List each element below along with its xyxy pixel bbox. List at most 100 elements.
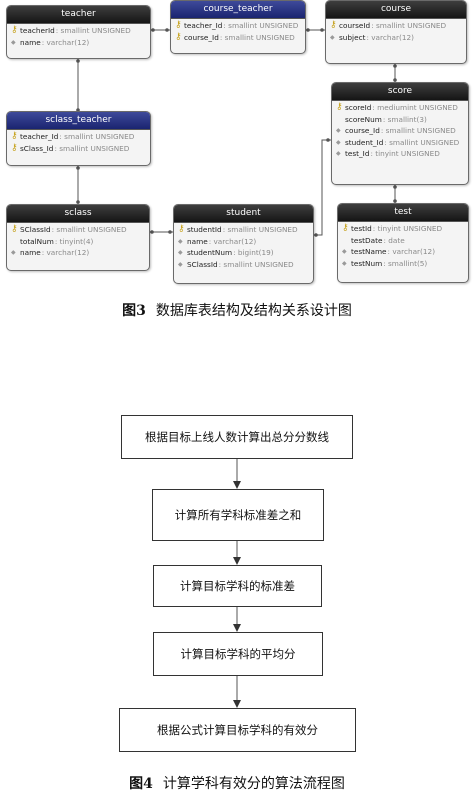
field-type: : tinyint UNSIGNED [370,149,440,158]
foreign-key-dot-icon: ◆ [336,127,341,134]
table-sclass_teacher: sclass_teacher ⚷teacher_Id: smallint UNS… [6,111,151,166]
table-field-row: ⚷scoreId: mediumint UNSIGNED [332,102,468,114]
field-type: : bigint(19) [233,248,274,257]
key-icon: ⚷ [175,20,182,30]
field-type: : varchar(12) [387,247,436,256]
table-field-row: ◆name: varchar(12) [7,247,149,259]
field-type: : tinyint UNSIGNED [372,224,443,233]
field-type: : smallint UNSIGNED [55,26,131,35]
table-field-row: ◆ course_Id: smallint UNSIGNED [332,125,468,137]
field-list: ⚷courseId: smallint UNSIGNED◆subject: va… [326,19,466,45]
foreign-key-dot-icon: ◆ [11,38,16,46]
table-field-row: ⚷SClassId: smallint UNSIGNED [7,224,149,236]
field-type: : smallint UNSIGNED [371,21,447,30]
field-list: ⚷teacher_Id: smallint UNSIGNED⚷course_Id… [171,19,305,45]
field-name: testId [351,224,372,233]
flow-arrowhead-3 [233,624,241,632]
field-name: courseId [339,21,371,30]
field-name: totalNum [20,236,54,246]
field-name: teacher_Id [184,21,223,30]
table-field-row: ⚷courseId: smallint UNSIGNED [326,20,466,32]
field-type: : smallint UNSIGNED [218,259,294,269]
flow-arrowhead-4 [233,700,241,708]
field-type: : smallint UNSIGNED [380,126,456,135]
field-name: SClassId [20,225,51,234]
key-icon: ⚷ [175,31,182,42]
field-name: scoreNum [345,114,382,124]
table-teacher: teacher ⚷teacherId: smallint UNSIGNED◆na… [6,5,151,59]
table-field-row: ◆SClassId: smallint UNSIGNED [174,259,313,271]
field-name: sClass_Id [20,143,54,153]
foreign-key-dot-icon: ◆ [342,248,347,255]
field-name: studentNum [187,248,233,257]
table-field-row: ◆ studentNum: bigint(19) [174,247,313,259]
field-name: test_Id [345,149,370,158]
key-icon: ⚷ [11,142,18,153]
field-name: teacher_Id [20,132,59,141]
table-title: test [338,204,468,222]
foreign-key-dot-icon: ◆ [342,259,347,267]
table-field-row: ◆testNum: smallint(5) [338,258,468,270]
field-type: : varchar(12) [41,37,90,47]
table-title: teacher [7,6,150,24]
field-name: teacherId [20,26,55,35]
flow-arrowhead-1 [233,481,241,489]
key-icon: ⚷ [11,131,18,141]
table-field-row: ⚷course_Id: smallint UNSIGNED [171,32,305,44]
table-field-row: ⚷studentId: smallint UNSIGNED [174,224,313,236]
table-field-row: testDate: date [338,235,468,247]
foreign-key-dot-icon: ◆ [330,33,335,41]
key-icon: ⚷ [330,20,337,30]
field-type: : smallint UNSIGNED [223,21,299,30]
field-name: course_Id [345,126,380,135]
figure-4-label: 图4 [129,776,153,792]
field-name: scoreId [345,103,372,112]
table-field-row: ⚷testId: tinyint UNSIGNED [338,223,468,235]
figure-3-text: 数据库表结构及结构关系设计图 [155,303,352,319]
flow-step-5: 根据公式计算目标学科的有效分 [119,708,356,752]
foreign-key-dot-icon: ◆ [336,138,341,146]
table-student: student ⚷studentId: smallint UNSIGNED◆na… [173,204,314,284]
table-field-row: ⚷teacher_Id: smallint UNSIGNED [7,131,150,143]
field-list: ⚷teacher_Id: smallint UNSIGNED⚷sClass_Id… [7,130,150,156]
field-name: name [20,37,41,47]
field-name: subject [339,32,366,42]
foreign-key-dot-icon: ◆ [178,237,183,245]
flow-step-1-text: 根据目标上线人数计算出总分分数线 [145,430,329,444]
table-title: sclass_teacher [7,112,150,130]
table-field-row: ⚷teacher_Id: smallint UNSIGNED [171,20,305,32]
field-name: student_Id [345,137,384,147]
foreign-key-dot-icon: ◆ [11,249,16,256]
table-field-row: ⚷teacherId: smallint UNSIGNED [7,25,150,37]
figure-3-label: 图3 [122,303,146,319]
field-type: : date [383,235,405,245]
flow-step-3: 计算目标学科的标准差 [153,565,322,607]
table-field-row: totalNum: tinyint(4) [7,236,149,248]
flow-step-5-text: 根据公式计算目标学科的有效分 [157,723,318,737]
field-type: : smallint(3) [382,114,427,124]
table-field-row: ◆ testName: varchar(12) [338,246,468,258]
field-type: : smallint UNSIGNED [51,225,127,234]
flow-step-2: 计算所有学科标准差之和 [152,489,324,541]
table-title: student [174,205,313,223]
foreign-key-dot-icon: ◆ [178,249,183,256]
field-type: : smallint UNSIGNED [59,132,135,141]
table-field-row: ◆test_Id: tinyint UNSIGNED [332,148,468,160]
table-field-row: scoreNum: smallint(3) [332,114,468,126]
figure-3-caption: 图3 数据库表结构及结构关系设计图 [0,300,474,320]
field-type: : smallint UNSIGNED [219,32,295,42]
field-type: : varchar(12) [41,248,90,257]
field-type: : varchar(12) [208,236,257,246]
flow-step-2-text: 计算所有学科标准差之和 [174,508,302,522]
key-icon: ⚷ [11,25,18,35]
key-icon: ⚷ [11,224,18,234]
table-title: sclass [7,205,149,223]
field-name: testName [351,247,387,256]
field-type: : smallint UNSIGNED [222,225,298,234]
